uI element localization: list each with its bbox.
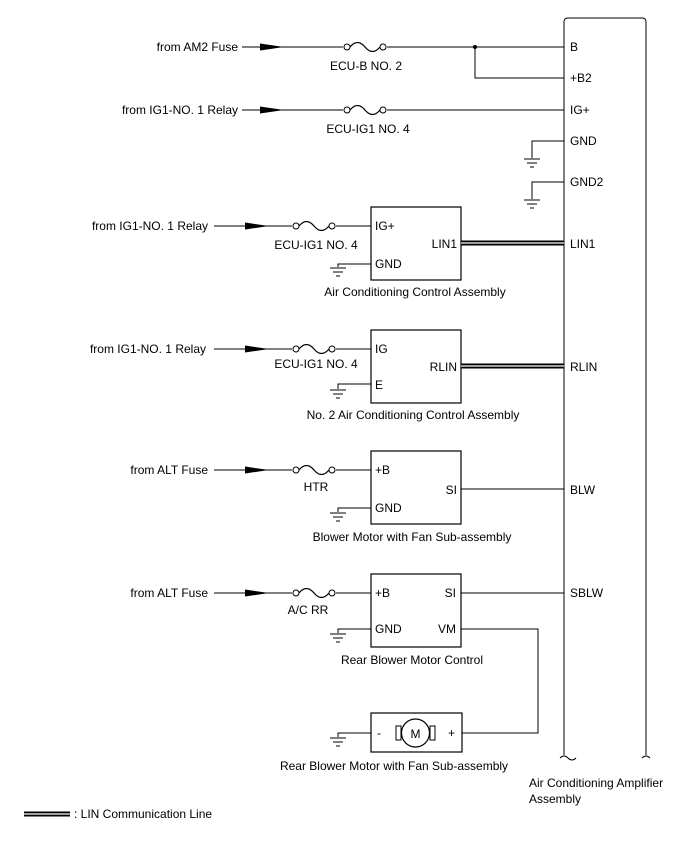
fuse-label: HTR [304, 480, 329, 494]
motor-minus: - [377, 726, 381, 740]
motor-plus: + [448, 726, 455, 740]
amp-pin-sblw: SBLW [570, 586, 604, 600]
pin-lin: RLIN [430, 360, 457, 374]
ground-icon [524, 199, 540, 209]
arrow-icon [260, 43, 284, 51]
fuse-label: ECU-B NO. 2 [330, 59, 402, 73]
source-label: from IG1-NO. 1 Relay [90, 342, 206, 356]
pin-b: +B [375, 586, 390, 600]
amp-pin-rlin: RLIN [570, 360, 597, 374]
source-label: from AM2 Fuse [157, 40, 239, 54]
amp-pin-blw: BLW [570, 483, 596, 497]
fuse-label: ECU-IG1 NO. 4 [274, 357, 358, 371]
pin-lin: LIN1 [432, 237, 458, 251]
legend-text: : LIN Communication Line [74, 807, 212, 821]
amplifier-name-line2: Assembly [529, 792, 581, 806]
ground-icon [524, 158, 540, 168]
fuse-icon [292, 221, 336, 231]
component-name: Air Conditioning Control Assembly [324, 285, 505, 299]
fuse-icon [343, 42, 387, 52]
fuse-label: A/C RR [288, 603, 329, 617]
component-name: Blower Motor with Fan Sub-assembly [313, 530, 512, 544]
arrow-icon [245, 345, 269, 353]
arrow-icon [245, 589, 269, 597]
am2-feed: from AM2 Fuse ECU-B NO. 2 B +B2 [157, 40, 592, 85]
pin-b2: +B2 [570, 71, 592, 85]
fuse-label: ECU-IG1 NO. 4 [274, 238, 358, 252]
ground-icon [330, 737, 346, 747]
fuse-label: ECU-IG1 NO. 4 [326, 122, 410, 136]
rear-blower-control: from ALT Fuse A/C RR +B GND SI VM SBLW R… [130, 573, 604, 734]
pin-si: SI [446, 483, 457, 497]
pin-ig: IG+ [375, 219, 395, 233]
pin-gnd: GND [375, 257, 402, 271]
fuse-icon [292, 344, 336, 354]
ground-icon [330, 512, 346, 522]
ground-icon [330, 389, 346, 399]
pin-ig: IG [375, 342, 388, 356]
component-name: Rear Blower Motor with Fan Sub-assembly [280, 759, 508, 773]
arrow-icon [245, 222, 269, 230]
arrow-icon [260, 106, 284, 114]
ig1-feed: from IG1-NO. 1 Relay ECU-IG1 NO. 4 IG+ [122, 103, 590, 136]
pin-b: B [570, 40, 578, 54]
source-label: from IG1-NO. 1 Relay [122, 103, 238, 117]
pin-si: SI [445, 586, 456, 600]
ground-icon [330, 633, 346, 643]
component-name: No. 2 Air Conditioning Control Assembly [307, 408, 520, 422]
pin-e: E [375, 378, 383, 392]
source-label: from ALT Fuse [130, 463, 208, 477]
pin-gnd: GND [375, 622, 402, 636]
amplifier-grounds: GND GND2 [524, 134, 604, 209]
pin-gnd: GND [375, 501, 402, 515]
pin-gnd: GND [570, 134, 597, 148]
arrow-icon [245, 466, 269, 474]
fuse-icon [292, 465, 336, 475]
pin-b: +B [375, 463, 390, 477]
fuse-icon [343, 105, 387, 115]
pin-vm: VM [438, 622, 456, 636]
ac-control-assembly: from IG1-NO. 1 Relay ECU-IG1 NO. 4 IG+ G… [92, 206, 596, 299]
ground-icon [330, 267, 346, 277]
amplifier-name: Air Conditioning Amplifier [529, 776, 663, 790]
motor-symbol: M [411, 727, 421, 741]
source-label: from ALT Fuse [130, 586, 208, 600]
pin-gnd2: GND2 [570, 175, 604, 189]
blower-motor: from ALT Fuse HTR +B GND SI BLW Blower M… [130, 450, 596, 544]
pin-ig: IG+ [570, 103, 590, 117]
source-label: from IG1-NO. 1 Relay [92, 219, 208, 233]
legend: : LIN Communication Line [24, 807, 212, 821]
motor-icon: M [395, 718, 436, 748]
rear-blower-motor: - + M Rear Blower Motor with Fan Sub-ass… [280, 712, 508, 773]
no2-ac-control-assembly: from IG1-NO. 1 Relay ECU-IG1 NO. 4 IG E … [90, 329, 597, 422]
amplifier-assembly: Air Conditioning Amplifier Assembly [529, 17, 663, 806]
component-name: Rear Blower Motor Control [341, 653, 483, 667]
fuse-icon [292, 588, 336, 598]
amp-pin-lin1: LIN1 [570, 237, 596, 251]
